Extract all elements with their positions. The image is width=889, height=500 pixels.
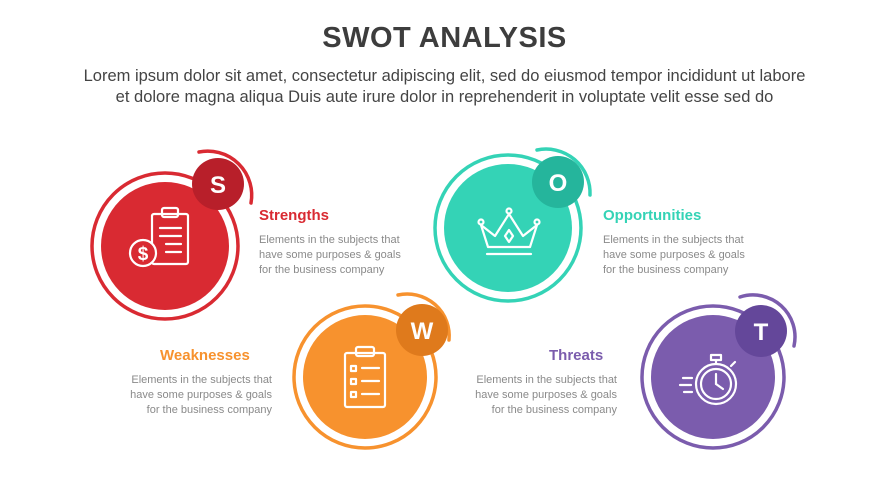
strengths-badge [192,158,244,210]
stopwatch-icon [678,353,738,406]
dollar-sign: $ [138,244,149,265]
strengths-letter: S [210,172,226,199]
strengths-label: Strengths [259,207,330,224]
page-subtitle: Lorem ipsum dolor sit amet, consectetur … [30,66,859,108]
opportunities-arc [535,147,592,197]
threats-letter: T [754,319,769,346]
opportunities-desc-line: Elements in the subjects that [603,234,744,246]
opportunities-circle-group: O [433,147,592,303]
strengths-outer-ring [90,171,240,321]
threats-circle-group: T [640,293,797,450]
page-title: SWOT ANALYSIS [322,22,567,54]
opportunities-badge [532,156,584,208]
strengths-desc-line: Elements in the subjects that [259,234,400,246]
threats-desc-line: Elements in the subjects that [476,374,617,386]
clipboard-dollar-icon [128,206,190,268]
opportunities-outer-ring [433,153,583,303]
weaknesses-desc-line: have some purposes & goals [130,389,272,401]
threats-desc-line: have some purposes & goals [475,389,617,401]
strengths-circle [101,182,229,310]
strengths-arc [197,149,254,205]
weaknesses-description: Elements in the subjects that have some … [102,373,272,418]
weaknesses-label: Weaknesses [160,347,250,364]
weaknesses-outer-ring [292,304,438,450]
opportunities-letter: O [549,170,568,197]
strengths-desc-line: for the business company [259,264,385,276]
threats-description: Elements in the subjects that have some … [447,373,617,418]
weaknesses-badge [396,304,448,356]
threats-arc [738,293,797,348]
threats-badge [735,305,787,357]
strengths-circle-group: S $ [90,149,254,321]
subtitle-line-2: et dolore magna aliqua Duis aute irure d… [115,88,774,106]
weaknesses-letter: W [411,318,434,345]
threats-desc-line: for the business company [491,404,617,416]
strengths-desc-line: have some purposes & goals [259,249,401,261]
checklist-icon [343,345,387,409]
subtitle-line-1: Lorem ipsum dolor sit amet, consectetur … [83,67,806,85]
weaknesses-arc [396,292,451,342]
opportunities-desc-line: have some purposes & goals [603,249,745,261]
weaknesses-circle [303,315,427,439]
threats-outer-ring [640,304,786,450]
weaknesses-circle-group: W [292,292,451,450]
weaknesses-desc-line: for the business company [146,404,272,416]
crown-icon [477,207,541,256]
strengths-description: Elements in the subjects that have some … [259,233,429,278]
weaknesses-desc-line: Elements in the subjects that [131,374,272,386]
opportunities-description: Elements in the subjects that have some … [603,233,773,278]
threats-label: Threats [549,347,604,364]
opportunities-desc-line: for the business company [603,264,729,276]
opportunities-label: Opportunities [603,207,702,224]
